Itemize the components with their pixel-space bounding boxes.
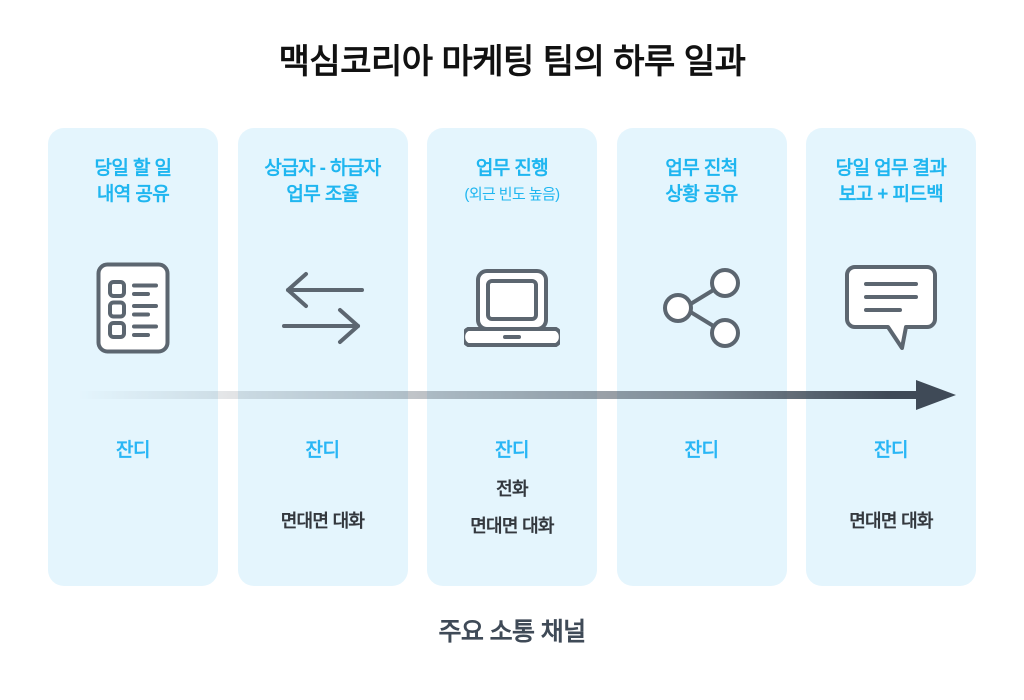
channel-label: 잔디 <box>874 440 908 461</box>
stage-card-1-icon-area <box>48 256 218 364</box>
channel-label: 전화 <box>496 478 528 499</box>
stage-card-3[interactable]: 업무 진행 (외근 빈도 높음) 잔디 전화 면대면 대화 <box>427 128 597 586</box>
channel-label: 잔디 <box>495 440 529 461</box>
stage-card-5-title: 당일 업무 결과 보고 + 피드백 <box>835 158 947 206</box>
stage-card-1-head: 당일 할 일 내역 공유 <box>48 156 218 208</box>
stage-card-4-title: 업무 진척 상황 공유 <box>665 158 738 206</box>
page-title: 맥심코리아 마케팅 팀의 하루 일과 <box>278 43 746 81</box>
share-network-icon <box>660 266 744 355</box>
channel-label: 면대면 대화 <box>280 510 365 531</box>
stage-card-4-channels: 잔디 <box>617 438 787 465</box>
stage-card-5[interactable]: 당일 업무 결과 보고 + 피드백 잔디 면대면 대화 <box>806 128 976 586</box>
channel-label: 잔디 <box>305 440 340 461</box>
stage-card-2-icon-area <box>238 256 408 364</box>
stage-card-5-channels: 잔디 면대면 대화 <box>806 438 976 534</box>
stage-card-1-title: 당일 할 일 내역 공유 <box>94 158 172 206</box>
stage-card-2-title: 상급자 - 하급자 업무 조율 <box>264 158 381 206</box>
stage-card-5-icon-area <box>806 256 976 364</box>
checklist-document-icon <box>95 261 171 360</box>
stage-card-4-head: 업무 진척 상황 공유 <box>617 156 787 208</box>
channel-label: 면대면 대화 <box>849 510 933 531</box>
stage-card-4-icon-area <box>617 256 787 364</box>
stage-card-4[interactable]: 업무 진척 상황 공유 잔디 <box>616 128 787 586</box>
stage-card-3-subtitle: (외근 빈도 높음) <box>464 186 560 204</box>
laptop-icon <box>461 265 563 356</box>
stage-card-3-title: 업무 진행 <box>475 158 549 179</box>
stage-card-2[interactable]: 상급자 - 하급자 업무 조율 잔디 면대면 대화 <box>237 128 408 586</box>
stage-cards-row: 당일 할 일 내역 공유 <box>48 128 976 586</box>
channel-label: 면대면 대화 <box>470 515 554 536</box>
stage-card-2-channels: 잔디 면대면 대화 <box>238 438 408 534</box>
stage-card-3-icon-area <box>427 256 597 364</box>
speech-bubble-icon <box>844 262 938 359</box>
stage-card-3-channels: 잔디 전화 면대면 대화 <box>427 438 597 539</box>
two-way-arrows-icon <box>280 266 366 355</box>
channel-label: 잔디 <box>684 440 719 461</box>
stage-card-1-channels: 잔디 <box>48 438 218 465</box>
stage-card-3-head: 업무 진행 (외근 빈도 높음) <box>427 156 597 206</box>
stage-card-5-head: 당일 업무 결과 보고 + 피드백 <box>806 156 976 208</box>
channel-label: 잔디 <box>116 440 150 461</box>
stage-card-1[interactable]: 당일 할 일 내역 공유 <box>48 128 218 586</box>
stage-card-2-head: 상급자 - 하급자 업무 조율 <box>238 156 408 208</box>
footer-label: 주요 소통 채널 <box>438 618 586 646</box>
